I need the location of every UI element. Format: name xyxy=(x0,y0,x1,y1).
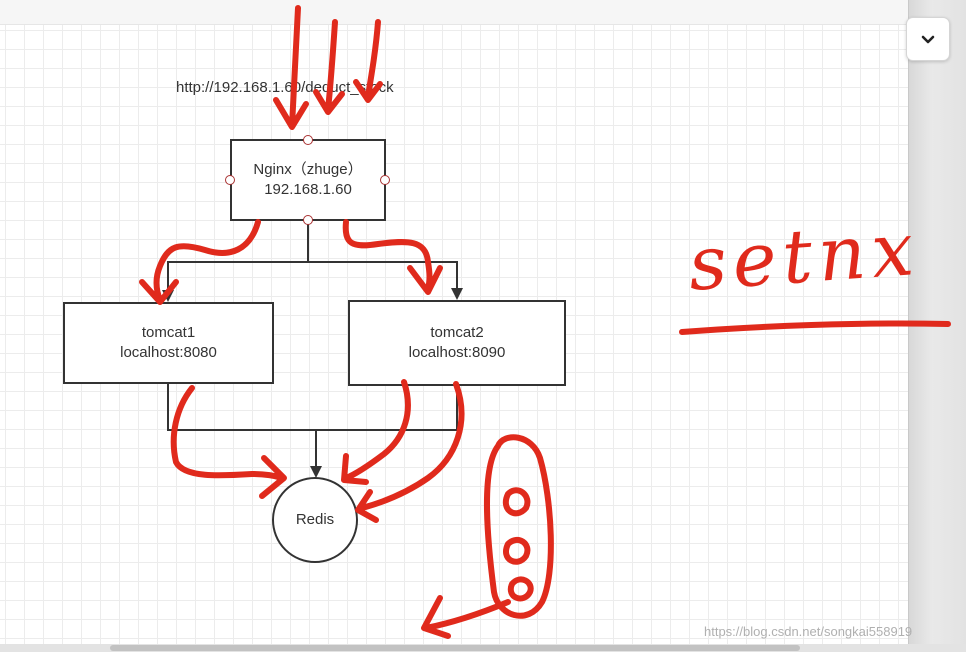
nginx-ip: 192.168.1.60 xyxy=(264,181,352,198)
top-strip xyxy=(0,0,908,24)
request-loop-oval xyxy=(483,434,554,619)
tomcat1-address: localhost:8080 xyxy=(120,344,217,361)
redis-label: Redis xyxy=(295,511,335,528)
collapse-button[interactable] xyxy=(906,17,950,61)
incoming-arrow-3 xyxy=(353,19,383,103)
incoming-arrow-1 xyxy=(273,5,309,130)
arrow-to-tomcat2 xyxy=(342,219,443,295)
resize-handle-bottom[interactable] xyxy=(303,215,313,225)
chevron-down-icon xyxy=(921,35,935,44)
tomcat2-address: localhost:8090 xyxy=(408,344,506,361)
incoming-arrow-2 xyxy=(313,19,345,115)
resize-handle-left[interactable] xyxy=(225,175,235,185)
arrow-tomcat2-to-redis-2 xyxy=(355,381,465,523)
connector-nginx-split xyxy=(167,220,309,292)
arrow-to-tomcat1 xyxy=(139,219,261,305)
arrow-tomcat2-to-redis-1 xyxy=(341,379,411,485)
connector-tomcat1-redis xyxy=(167,383,317,468)
request-loop-circle-3 xyxy=(507,576,534,602)
tomcat1-name: tomcat1 xyxy=(141,324,196,341)
tomcat2-node[interactable]: tomcat2 localhost:8090 xyxy=(348,300,566,386)
resize-handle-top[interactable] xyxy=(303,135,313,145)
url-label: http://192.168.1.60/deduct_stock xyxy=(176,79,394,96)
tomcat2-name: tomcat2 xyxy=(430,324,484,341)
redis-node[interactable]: Redis xyxy=(272,477,358,563)
request-loop-circle-2 xyxy=(503,536,531,565)
tomcat1-node[interactable]: tomcat1 localhost:8080 xyxy=(63,302,274,384)
arrowhead-redis xyxy=(310,466,322,478)
arrow-bottom-left xyxy=(421,595,511,639)
nginx-name: Nginx（zhuge） xyxy=(253,161,363,178)
arrowhead-tomcat2 xyxy=(451,288,463,300)
scrollbar-thumb[interactable] xyxy=(110,645,800,651)
resize-handle-right[interactable] xyxy=(380,175,390,185)
watermark: https://blog.csdn.net/songkai558919 xyxy=(704,624,913,639)
request-loop-circle-1 xyxy=(503,487,531,517)
arrow-tomcat1-to-redis xyxy=(170,385,287,499)
connector-nginx-tomcat2 xyxy=(308,261,458,292)
